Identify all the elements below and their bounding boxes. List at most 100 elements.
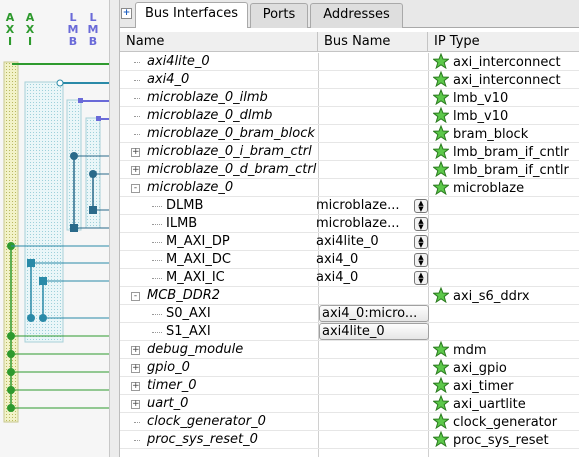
instance-name: M_AXI_IC: [166, 270, 225, 285]
up-down-spinner-icon[interactable]: ▲▼: [414, 235, 428, 249]
dlmb-node: [96, 116, 101, 121]
table-row[interactable]: M_AXI_IC axi4_0 ▲▼: [120, 269, 579, 287]
column-divider: [428, 53, 429, 457]
star-icon: [433, 107, 449, 123]
table-row[interactable]: ILMB microblaze... ▲▼: [120, 215, 579, 233]
bus-label-ilmb: L M B: [66, 12, 80, 48]
ip-type-label: lmb_v10: [453, 91, 509, 106]
instance-name: S0_AXI: [166, 306, 211, 321]
star-icon: [433, 359, 449, 375]
expand-icon[interactable]: +: [131, 147, 140, 157]
star-icon: [433, 53, 449, 69]
expand-icon[interactable]: +: [131, 165, 140, 175]
table-row[interactable]: + gpio_0 axi_gpio: [120, 359, 579, 377]
star-icon: [433, 287, 449, 303]
up-down-spinner-icon[interactable]: ▲▼: [414, 217, 428, 231]
bus-letter: I: [27, 35, 33, 48]
bus-connection-dropdown[interactable]: axi4lite_0: [319, 323, 429, 340]
axi-dot-2: [27, 314, 35, 322]
bus-letter: I: [7, 35, 13, 48]
bus-name-value[interactable]: microblaze...: [316, 216, 400, 231]
table-row[interactable]: + microblaze_0_d_bram_ctrl lmb_bram_if_cnt…: [120, 161, 579, 179]
expand-icon[interactable]: +: [131, 345, 140, 355]
instance-name: S1_AXI: [166, 324, 211, 339]
tab-list-icon[interactable]: +: [121, 8, 132, 19]
tab-bus-interfaces[interactable]: Bus Interfaces: [135, 2, 248, 28]
bus-letter: B: [68, 35, 78, 48]
instance-name: axi4_0: [147, 72, 190, 87]
column-name[interactable]: Name: [120, 32, 318, 52]
star-icon: [433, 431, 449, 447]
bus-name-value[interactable]: axi4lite_0: [316, 234, 379, 249]
ip-type-label: axi_gpio: [453, 361, 507, 376]
table-row[interactable]: microblaze_0_ilmb lmb_v10: [120, 89, 579, 107]
ip-type-label: axi_s6_ddrx: [453, 289, 530, 304]
star-icon: [433, 125, 449, 141]
instance-name: MCB_DDR2: [147, 288, 221, 303]
tree-connector: [152, 278, 162, 279]
star-icon: [433, 89, 449, 105]
panel-splitter[interactable]: [110, 0, 120, 457]
column-bus-name[interactable]: Bus Name: [318, 32, 428, 52]
instance-name: clock_generator_0: [147, 414, 266, 429]
up-down-spinner-icon[interactable]: ▲▼: [414, 199, 428, 213]
instance-name: gpio_0: [147, 360, 190, 375]
tree-connector: [134, 134, 140, 135]
collapse-icon[interactable]: -: [131, 292, 140, 301]
tab-ports[interactable]: Ports: [250, 3, 308, 28]
table-row[interactable]: -MCB_DDR2 axi_s6_ddrx: [120, 287, 579, 305]
instance-name: ILMB: [166, 216, 198, 231]
bus-name-value[interactable]: microblaze...: [316, 198, 400, 213]
tab-addresses[interactable]: Addresses: [310, 3, 403, 28]
star-icon: [433, 179, 449, 195]
tree-connector: [134, 440, 140, 441]
expand-icon[interactable]: +: [131, 381, 140, 391]
tree-connector: [134, 80, 140, 81]
star-icon: [433, 161, 449, 177]
table-row[interactable]: S1_AXI axi4lite_0: [120, 323, 579, 341]
table-row[interactable]: S0_AXI axi4_0:micro...: [120, 305, 579, 323]
ip-type-cell: lmb_v10: [433, 107, 508, 125]
column-divider: [318, 53, 319, 457]
bus-interfaces-view: + Bus Interfaces Ports Addresses Name Bu…: [120, 0, 579, 457]
instance-name: microblaze_0_d_bram_ctrl: [147, 162, 317, 177]
bus-name-value[interactable]: axi4_0: [316, 270, 359, 285]
ip-type-label: lmb_bram_if_cntlr: [453, 163, 569, 178]
instance-name: proc_sys_reset_0: [147, 432, 258, 447]
instance-name: microblaze_0_ilmb: [147, 90, 268, 105]
table-row[interactable]: clock_generator_0 clock_generator: [120, 413, 579, 431]
tree-connector: [152, 206, 162, 207]
table-row[interactable]: microblaze_0_dlmb lmb_v10: [120, 107, 579, 125]
ip-type-label: clock_generator: [453, 415, 558, 430]
instance-name: microblaze_0_dlmb: [147, 108, 273, 123]
collapse-icon[interactable]: -: [131, 184, 140, 193]
up-down-spinner-icon[interactable]: ▲▼: [414, 271, 428, 285]
bus-letter: A: [25, 11, 35, 24]
star-icon: [433, 413, 449, 429]
star-icon: [433, 71, 449, 87]
star-icon: [433, 341, 449, 357]
star-icon: [433, 377, 449, 393]
up-down-spinner-icon[interactable]: ▲▼: [414, 253, 428, 267]
tree-connector: [152, 314, 162, 315]
column-ip-type[interactable]: IP Type: [434, 34, 480, 49]
bus-label-dlmb: L M B: [86, 12, 100, 48]
expand-icon[interactable]: +: [131, 399, 140, 409]
expand-icon[interactable]: +: [131, 363, 140, 373]
bus-connection-dropdown[interactable]: axi4_0:micro...: [319, 305, 429, 322]
bus-letter: A: [5, 11, 15, 24]
bus-name-value[interactable]: axi4_0: [316, 252, 359, 267]
